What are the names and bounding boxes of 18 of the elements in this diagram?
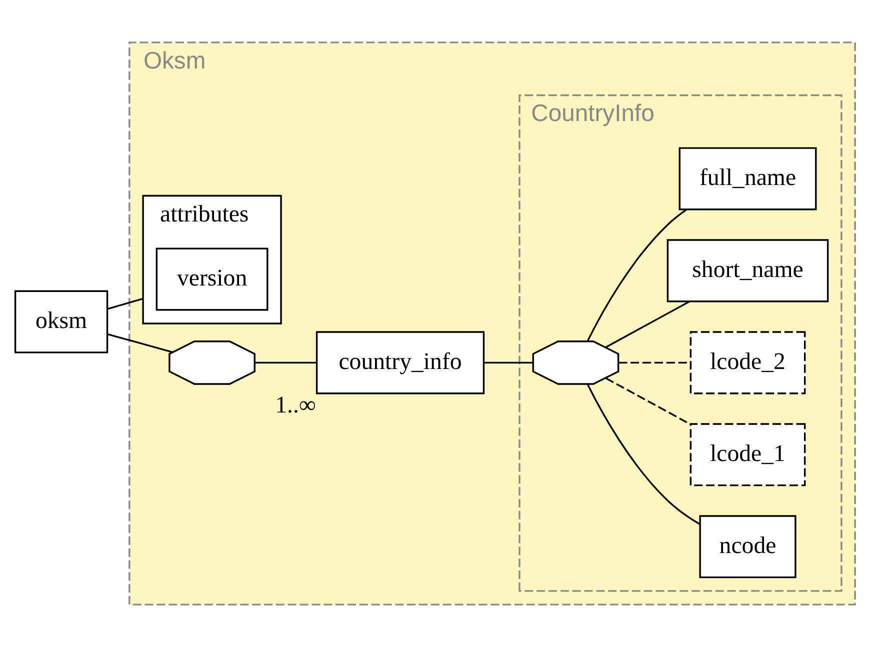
node-box: full_name	[678, 146, 817, 210]
node-box: lcode_2	[690, 330, 806, 394]
connector	[108, 332, 173, 352]
connector	[586, 383, 700, 524]
node-box: country_info	[316, 330, 485, 394]
node-label: 1..∞	[275, 392, 316, 418]
node-box: oksm	[14, 290, 108, 353]
connector	[254, 361, 317, 364]
connector	[484, 361, 533, 364]
node-octagon	[168, 340, 256, 384]
node-box: version	[156, 247, 268, 310]
node-box: lcode_1	[690, 422, 806, 486]
node-octagon	[532, 340, 620, 384]
connector	[586, 208, 688, 342]
connector	[606, 377, 692, 425]
connector	[606, 300, 690, 348]
node-box: short_name	[666, 238, 829, 302]
node-box: ncode	[699, 514, 796, 578]
